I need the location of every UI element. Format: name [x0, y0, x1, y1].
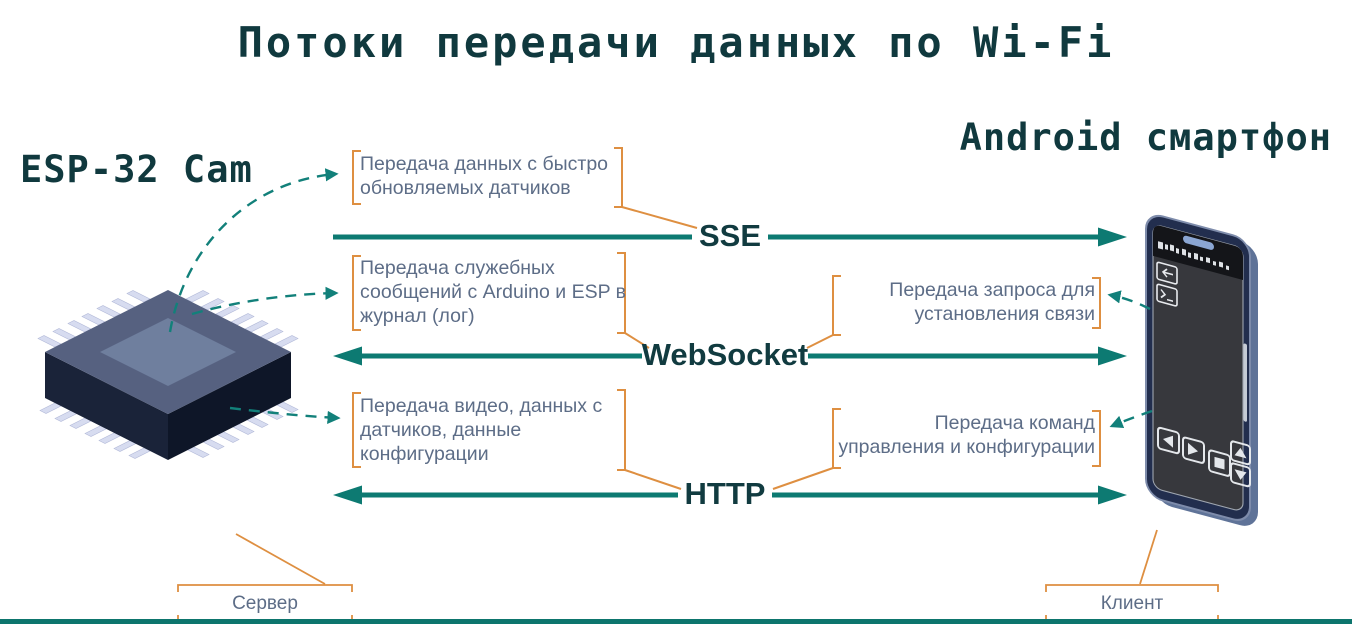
statusbar-glyphs	[1158, 241, 1229, 271]
annotation-websocket-right: Передача запроса для установления связи	[889, 279, 1095, 325]
volume-rocker[interactable]	[1243, 343, 1248, 422]
terminal-icon[interactable]	[1156, 283, 1178, 307]
channel-label-websocket: WebSocket	[641, 337, 809, 372]
phone-to-websocket-annotation-arrow	[1107, 290, 1151, 311]
http-arrowhead-left	[333, 485, 362, 505]
annotation-http-left: Передача видео, данных с датчиков, данны…	[360, 395, 603, 465]
sse-arrowhead-right	[1098, 227, 1127, 247]
server-connector-line	[235, 533, 326, 585]
annotation-sse-left: Передача данных с быстро обновляемых дат…	[360, 153, 609, 199]
chip-to-http-annotation-arrow	[229, 406, 341, 425]
websocket-arrowhead-left	[333, 346, 362, 366]
android-device-label: Android смартфон	[959, 116, 1332, 159]
prev-button[interactable]	[1157, 426, 1180, 455]
annotation-websocket-left: Передача служебных сообщений с Arduino и…	[360, 257, 627, 327]
chip-body-left	[45, 352, 168, 460]
bottom-accent-bar	[0, 619, 1352, 624]
http-arrow	[333, 485, 1127, 505]
client-role-label: Клиент	[1100, 593, 1164, 614]
back-icon[interactable]	[1156, 261, 1178, 285]
phone-nav-buttons	[1157, 426, 1251, 488]
phone-to-http-annotation-arrow	[1109, 409, 1153, 429]
bracket-http-left	[352, 389, 682, 490]
annotation-http-right: Передача команд управления и конфигураци…	[838, 412, 1095, 458]
next-button[interactable]	[1182, 436, 1205, 464]
bracket-websocket-left	[352, 252, 650, 349]
sse-arrow	[333, 227, 1127, 247]
esp32-chip-illustration	[37, 290, 299, 460]
chip-to-sse-annotation-arrow	[168, 168, 339, 333]
http-arrowhead-right	[1098, 485, 1127, 505]
esp32-device-label: ESP-32 Cam	[20, 148, 253, 191]
bracket-websocket-right	[806, 275, 1101, 349]
bracket-http-right	[772, 408, 1101, 490]
server-role-label: Сервер	[232, 593, 298, 614]
channel-label-http: HTTP	[684, 476, 766, 511]
chip-die-square	[100, 318, 236, 386]
websocket-arrow	[333, 346, 1127, 366]
websocket-arrowhead-right	[1098, 346, 1127, 366]
bracket-sse-left	[352, 147, 698, 229]
up-button[interactable]	[1230, 440, 1251, 466]
page-title: Потоки передачи данных по Wi-Fi	[237, 18, 1115, 67]
smartphone-illustration	[1145, 214, 1258, 526]
down-button[interactable]	[1230, 462, 1251, 488]
chip-body-right	[168, 352, 291, 460]
phone-speaker	[1183, 235, 1214, 250]
channel-label-sse: SSE	[698, 218, 762, 253]
client-connector-line	[1139, 529, 1158, 585]
